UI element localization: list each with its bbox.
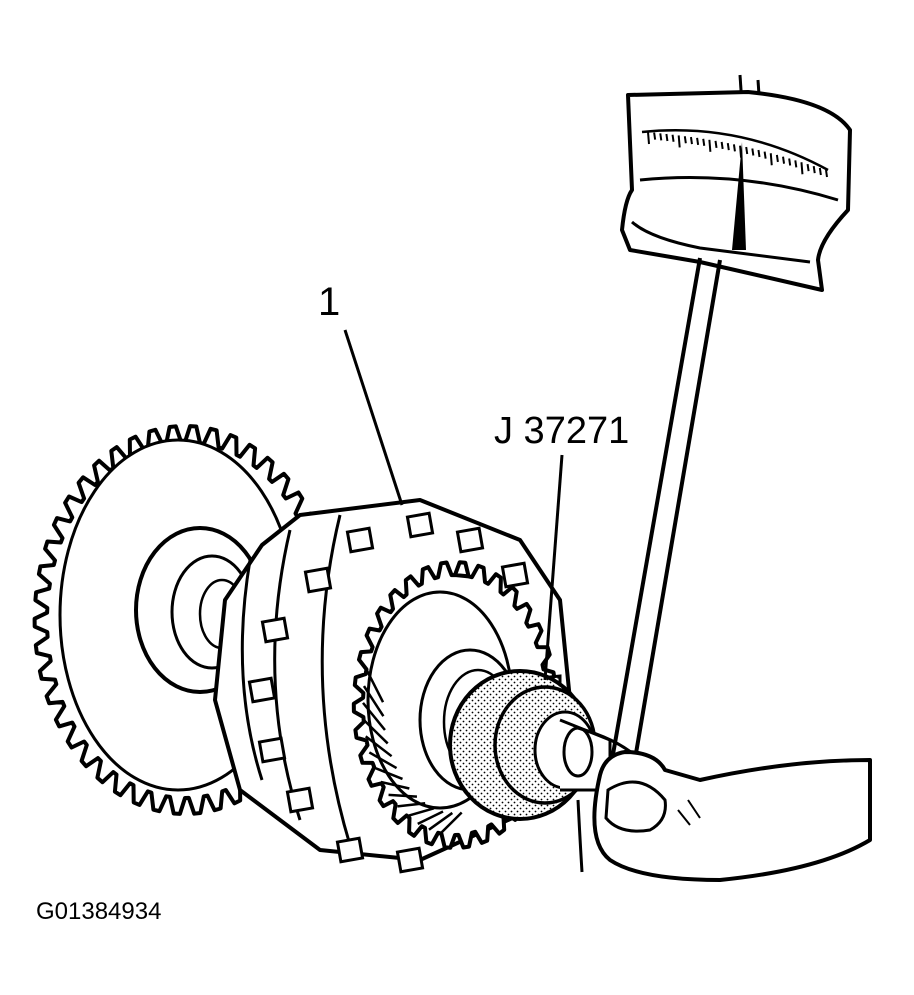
leader-line-part-1 (343, 329, 404, 506)
hand (576, 750, 872, 882)
dial-torque-wrench (610, 74, 852, 766)
leader-line-tool (543, 454, 564, 681)
callout-tool-number: J 37271 (494, 410, 630, 452)
j37271-adapter (448, 669, 642, 821)
figure-id: G01384934 (36, 898, 162, 925)
callout-part-1: 1 (318, 280, 341, 324)
